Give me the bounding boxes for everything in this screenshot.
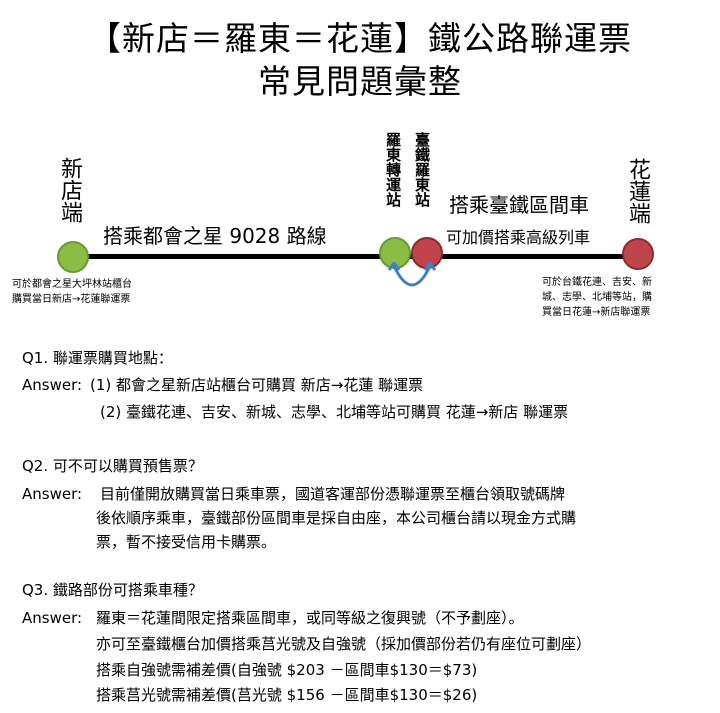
stop-xindian-marker [57,241,89,273]
faq-q2-answer-label: Answer: [22,485,83,503]
faq-q1-question: Q1. 聯運票購買地點： [22,349,173,367]
transfer-arrow-icon [388,262,436,287]
faq-q2-answer-line: 票，暫不接受信用卡購票。 [96,533,277,551]
segment-rail-label: 搭乘臺鐵區間車 [449,193,589,217]
page-title-line1: 【新店＝羅東＝花蓮】鐵公路聯運票 [88,19,632,58]
note-right-line: 買當日花蓮→新店聯運票 [542,307,651,318]
endpoint-xindian-label: 新店端 [57,157,82,223]
note-right: 可於台鐵花連、吉安、新 城、志學、北埔等站，購 買當日花蓮→新店聯運票 [542,275,652,320]
segment-bus-label: 搭乘都會之星 9028 路線 [103,224,327,248]
faq-q1-answer-label: Answer: [22,376,83,394]
station-luodong-transfer-label: 羅東轉運站 [384,132,402,207]
station-tra-luodong-label: 臺鐵羅東站 [413,132,431,207]
faq-q3-answer-line: 搭乘莒光號需補差價(莒光號 $156 －區間車$130＝$26) [96,686,478,704]
stop-tra-luodong-marker [411,237,443,269]
faq-q1-answer-line: (1) 都會之星新店站櫃台可購買 新店→花蓮 聯運票 [90,376,424,394]
note-left: 可於都會之星大坪林站櫃台 購買當日新店→花蓮聯運票 [12,277,132,307]
faq-q2-answer-line: 目前僅開放購買當日乘車票，國道客運部份憑聯運票至櫃台領取號碼牌 [100,485,566,503]
faq-q3-answer-line: 亦可至臺鐵櫃台加價搭乘莒光號及自強號（採加價部份若仍有座位可劃座） [96,635,592,653]
faq-q3-answer-line: 搭乘自強號需補差價(自強號 $203 －區間車$130＝$73) [96,661,478,679]
note-left-line: 可於都會之星大坪林站櫃台 [12,279,132,290]
endpoint-hualien-label: 花蓮端 [625,158,650,224]
page-title-line2: 常見問題彙整 [258,62,462,101]
faq-q3-answer-label: Answer: [22,609,83,627]
note-right-line: 城、志學、北埔等站，購 [542,292,652,303]
faq-q2-question: Q2. 可不可以購買預售票？ [22,457,203,475]
faq-q3-question: Q3. 鐵路部份可搭乘車種？ [22,581,203,599]
note-left-line: 購買當日新店→花蓮聯運票 [12,294,131,305]
note-right-line: 可於台鐵花連、吉安、新 [542,277,652,288]
faq-q1-answer-line: (2) 臺鐵花連、吉安、新城、志學、北埔等站可購買 花蓮→新店 聯運票 [100,403,569,421]
segment-rail-sublabel: 可加價搭乘高級列車 [446,228,591,247]
route-line [70,254,640,259]
faq-q2-answer-line: 後依順序乘車，臺鐵部份區間車是採自由座，本公司櫃台請以現金方式購 [96,509,577,527]
stop-hualien-marker [622,238,654,270]
faq-q3-answer-line: 羅東＝花蓮間限定搭乘區間車，或同等級之復興號（不予劃座）。 [96,609,524,627]
